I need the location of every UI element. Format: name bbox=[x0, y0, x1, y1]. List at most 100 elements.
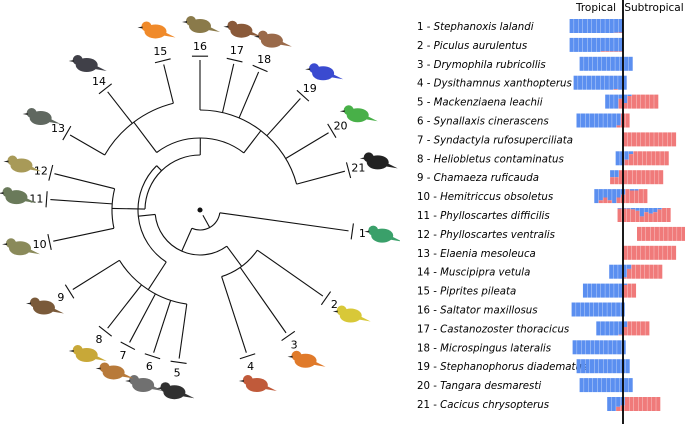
bar-segment-tropical bbox=[609, 283, 614, 298]
species-label: 6 - Synallaxis cinerascens bbox=[417, 117, 549, 128]
bar-segment-subtropical bbox=[627, 321, 632, 336]
bar-segment-subtropical bbox=[651, 397, 656, 411]
bar-segment-tropical bbox=[580, 113, 586, 128]
bar-segment-subtropical bbox=[643, 189, 648, 204]
bar-segment-subtropical bbox=[627, 132, 632, 147]
bar-segment-subtropical bbox=[618, 51, 623, 52]
bar-segment-tropical bbox=[582, 37, 588, 52]
bar-segment-tropical bbox=[616, 302, 621, 317]
bar-segment-tropical bbox=[598, 359, 603, 374]
bar-segment-tropical bbox=[597, 378, 602, 393]
clade-bracket bbox=[252, 64, 268, 73]
bar-segment-subtropical bbox=[638, 397, 643, 411]
bird-illustration bbox=[253, 30, 292, 48]
bar-segment-subtropical bbox=[605, 51, 610, 52]
species-label: 20 - Tangara desmaresti bbox=[417, 381, 541, 392]
bird-illustration bbox=[3, 155, 42, 173]
clade-bracket bbox=[350, 223, 354, 240]
bar-segment-subtropical bbox=[627, 283, 632, 298]
bar-segment-tropical bbox=[576, 302, 581, 317]
bar-segment-tropical bbox=[618, 75, 623, 90]
bar-segment-tropical bbox=[591, 283, 596, 298]
bar-segment-tropical bbox=[629, 189, 635, 191]
bar-segment-tropical bbox=[648, 208, 653, 214]
clade-number: 21 bbox=[351, 162, 365, 175]
bar-segment-subtropical bbox=[646, 151, 651, 166]
tree-branch bbox=[72, 259, 120, 290]
bar-segment-tropical bbox=[624, 378, 629, 393]
species-label: 12 - Phylloscartes ventralis bbox=[417, 230, 556, 241]
bar-segment-tropical bbox=[588, 56, 593, 71]
bar-segment-tropical bbox=[596, 37, 601, 52]
clade-number: 3 bbox=[291, 338, 298, 351]
bird-illustration bbox=[68, 55, 107, 73]
bar-segment-subtropical bbox=[637, 226, 642, 241]
clade-number: 8 bbox=[96, 333, 103, 346]
bar-segment-tropical bbox=[624, 56, 629, 71]
bar-segment-subtropical bbox=[629, 190, 635, 204]
bar-segment-tropical bbox=[611, 397, 616, 411]
bar-segment-tropical bbox=[628, 56, 633, 71]
bar-segment-tropical bbox=[574, 19, 579, 33]
clade-bracket bbox=[281, 330, 296, 342]
clade-bracket bbox=[62, 125, 72, 141]
bar-segment-tropical bbox=[569, 19, 574, 33]
bar-segment-tropical bbox=[582, 75, 587, 90]
clade-number: 1 bbox=[359, 227, 366, 240]
bar-segment-tropical bbox=[594, 340, 599, 355]
bar-segment-subtropical bbox=[635, 264, 641, 279]
tree-branch bbox=[129, 293, 156, 343]
bar-segment-tropical bbox=[612, 340, 617, 355]
bar-segment-tropical bbox=[591, 37, 596, 52]
bar-segment-tropical bbox=[614, 37, 619, 52]
bar-segment-tropical bbox=[613, 75, 618, 89]
bar-segment-subtropical bbox=[645, 170, 650, 185]
bar-segment-tropical bbox=[606, 378, 611, 393]
bar-segment-tropical bbox=[609, 75, 614, 90]
tree-branch bbox=[226, 245, 243, 267]
clade-bracket bbox=[170, 360, 187, 364]
bar-segment-subtropical bbox=[656, 397, 661, 411]
clade-number: 16 bbox=[193, 40, 207, 53]
range-bar-row bbox=[579, 56, 633, 71]
bar-segment-tropical bbox=[607, 397, 612, 411]
bar-segment-subtropical bbox=[636, 245, 641, 260]
tree-branch bbox=[181, 228, 193, 252]
tree-arc bbox=[199, 109, 298, 185]
clade-brackets bbox=[45, 55, 354, 364]
bar-segment-subtropical bbox=[631, 321, 637, 336]
range-bar-row bbox=[610, 170, 664, 185]
tree-branch bbox=[53, 227, 115, 242]
bar-segment-subtropical bbox=[631, 132, 637, 147]
bar-segment-subtropical bbox=[631, 264, 636, 279]
range-bar-row bbox=[617, 208, 671, 222]
bar-segment-tropical bbox=[657, 208, 662, 210]
bar-segment-subtropical bbox=[636, 132, 641, 147]
bar-segment-subtropical bbox=[627, 96, 632, 109]
tree-branch bbox=[153, 300, 172, 353]
bar-segment-subtropical bbox=[645, 132, 650, 147]
bar-segment-subtropical bbox=[609, 51, 614, 52]
bar-segment-subtropical bbox=[642, 151, 647, 166]
bar-segment-tropical bbox=[589, 113, 594, 128]
range-bar-row bbox=[607, 397, 661, 411]
header-tropical: Tropical bbox=[575, 2, 616, 14]
bar-segment-tropical bbox=[601, 378, 606, 393]
species-label: 5 - Mackenziaena leachii bbox=[417, 98, 543, 109]
bar-segment-tropical bbox=[587, 283, 592, 298]
range-bar-row bbox=[596, 321, 650, 336]
tree-branch bbox=[54, 173, 115, 190]
bar-segment-subtropical bbox=[654, 245, 659, 260]
clade-number: 13 bbox=[51, 122, 65, 135]
bar-segment-tropical bbox=[617, 208, 622, 209]
bar-segment-subtropical bbox=[623, 285, 628, 298]
tree-branch bbox=[266, 98, 301, 137]
bar-segment-tropical bbox=[625, 359, 630, 374]
bar-segment-subtropical bbox=[649, 132, 654, 147]
bird-illustration bbox=[223, 20, 262, 38]
tree-arc bbox=[137, 165, 167, 263]
bar-segment-subtropical bbox=[634, 190, 639, 204]
bar-segment-tropical bbox=[589, 359, 595, 374]
species-label: 11 - Phylloscartes difficilis bbox=[417, 211, 550, 222]
